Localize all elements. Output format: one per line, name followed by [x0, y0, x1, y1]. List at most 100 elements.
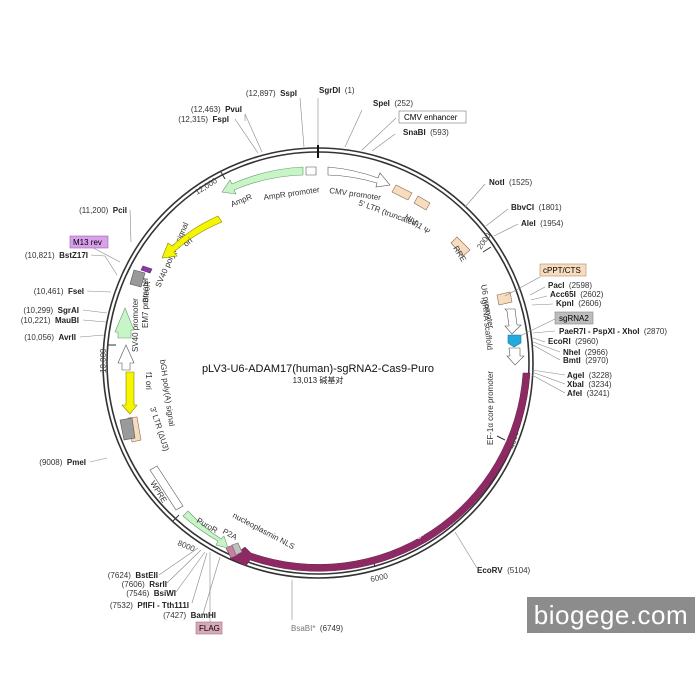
- site-name-afei: AfeI: [567, 389, 582, 398]
- site-pos-fspi: (12,315): [178, 115, 208, 124]
- leader-line: [531, 369, 566, 376]
- leader-line: [361, 117, 397, 151]
- sv40-promoter-label: SV40 promoter: [131, 298, 140, 352]
- site-label: XbaI (3234): [567, 374, 612, 391]
- site-name-fsei: FseI: [68, 287, 84, 296]
- site-label: Acc65I (2602): [550, 284, 604, 301]
- u6-promoter-arrow: [504, 308, 522, 335]
- site-pos-kpni: (2606): [578, 299, 601, 308]
- tick-mark: [220, 171, 226, 180]
- leader-line: [86, 290, 112, 293]
- site-pos-noti: (1525): [509, 178, 532, 187]
- site-name-spei: SpeI: [373, 99, 390, 108]
- ori-arrow: [161, 215, 223, 259]
- site-pos-paci: (2598): [569, 281, 592, 290]
- site-name-alei: AleI: [521, 219, 536, 228]
- site-name-xbai: XbaI: [567, 380, 584, 389]
- ampr-arrow: [221, 166, 304, 195]
- site-pos-agei: (3228): [589, 371, 612, 380]
- site-label: (7546) BsiWI: [126, 583, 176, 600]
- site-pos-bsabi: (6749): [320, 624, 343, 633]
- site-name-snabi: SnaBI: [403, 128, 426, 137]
- sgrna2-label: sgRNA2: [559, 314, 589, 323]
- leader-line: [90, 254, 118, 276]
- site-name-acc65i: Acc65I: [550, 290, 576, 299]
- leader-line: [129, 209, 132, 243]
- leader-line: [493, 223, 519, 237]
- site-label: (10,221) MauBI: [21, 310, 79, 327]
- leader-line: [158, 547, 199, 576]
- site-pos-acc65i: (2602): [580, 290, 603, 299]
- site-name-paci: PacI: [548, 281, 564, 290]
- site-name-fspi: FspI: [213, 115, 229, 124]
- site-pos-bamhi: (7427): [163, 611, 186, 620]
- site-pos-bmti: (2970): [585, 356, 608, 365]
- m13-rev-marker: [140, 265, 153, 274]
- leader-line: [504, 276, 541, 297]
- nls-box: [225, 544, 239, 559]
- site-pos-snabi: (593): [430, 128, 449, 137]
- em7-promoter-label: EM7 promoter: [141, 277, 150, 328]
- flag-box: [195, 621, 223, 635]
- site-label: BmtI (2970): [563, 350, 609, 367]
- flag-label: FLAG: [199, 624, 220, 633]
- plasmid-title: pLV3-U6-ADAM17(human)-sgRNA2-Cas9-Puro: [202, 363, 434, 375]
- site-name-maubi: MauBI: [55, 316, 79, 325]
- puror-arrow: [182, 510, 229, 549]
- leader-line: [464, 183, 486, 208]
- leader-line: [82, 309, 108, 314]
- leader-line: [519, 318, 556, 337]
- cppt-cts-label: cPPT/CTS: [543, 266, 581, 275]
- site-name-nhei: NheI: [563, 348, 580, 357]
- site-label: BbvCI (1801): [511, 197, 562, 214]
- leader-line: [191, 552, 208, 604]
- site-pos-sgrai: (10,299): [23, 306, 53, 315]
- leader-line: [532, 344, 561, 361]
- site-name-bmti: BmtI: [563, 356, 581, 365]
- tick-label-6000: 6000: [370, 571, 390, 584]
- site-label: AfeI (3241): [567, 383, 610, 400]
- leader-line: [371, 133, 396, 152]
- cas9-arrow: [229, 372, 531, 572]
- site-pos-ecori: (2960): [575, 337, 598, 346]
- ampr-promoter-arrow: [305, 166, 317, 176]
- site-pos-ecorv: (5104): [507, 566, 530, 575]
- rre-box: [450, 236, 471, 257]
- site-pos-afei: (3241): [587, 389, 610, 398]
- leader-line: [454, 531, 478, 569]
- site-pos-alei: (1954): [540, 219, 563, 228]
- leader-line: [485, 208, 509, 227]
- hiv1-psi-box: [413, 195, 431, 211]
- leader-line: [234, 118, 259, 154]
- site-name-sgrdi: SgrDI: [319, 86, 340, 95]
- site-name-pmei: PmeI: [67, 458, 86, 467]
- site-label: EcoRV (5104): [477, 560, 531, 577]
- site-pos-bstz17i: (10,821): [25, 251, 55, 260]
- site-label: (7427) BamHI: [163, 605, 216, 622]
- site-pos-avrii: (10,056): [24, 333, 54, 342]
- site-label: (12,463) PvuI: [191, 99, 242, 116]
- bgh-polya-box: [119, 417, 136, 441]
- site-name-pvui: PvuI: [225, 105, 242, 114]
- leader-line: [530, 295, 548, 301]
- ampr-label: AmpR: [229, 192, 253, 209]
- site-name-sspi: SspI: [280, 89, 297, 98]
- site-label: KpnI (2606): [556, 293, 602, 310]
- ef1a-promoter-label: EF-1α core promoter: [486, 371, 495, 445]
- tick-mark: [482, 246, 492, 253]
- site-pos-pcii: (11,200): [79, 206, 109, 215]
- site-label: NheI (2966): [563, 342, 608, 359]
- sv40-polya-box: [129, 269, 146, 288]
- site-label: (10,299) SgrAI: [23, 300, 79, 317]
- cmv-promoter-label: CMV promoter: [329, 186, 382, 202]
- site-label: AgeI (3228): [567, 365, 612, 382]
- restriction-sites: SgrDI (1) SpeI (252) SnaBI (593) NotI (1…: [291, 86, 667, 633]
- tick-label-8000: 8000: [176, 539, 196, 554]
- leader-line: [529, 286, 546, 296]
- plasmid-length: 13,013 碱基对: [293, 375, 344, 385]
- sgrna2-box: [554, 311, 594, 325]
- bleor-label: BleoR: [141, 280, 152, 303]
- site-label: (12,315) FspI: [178, 109, 229, 126]
- site-label: NotI (1525): [489, 172, 532, 189]
- leader-line: [532, 330, 556, 334]
